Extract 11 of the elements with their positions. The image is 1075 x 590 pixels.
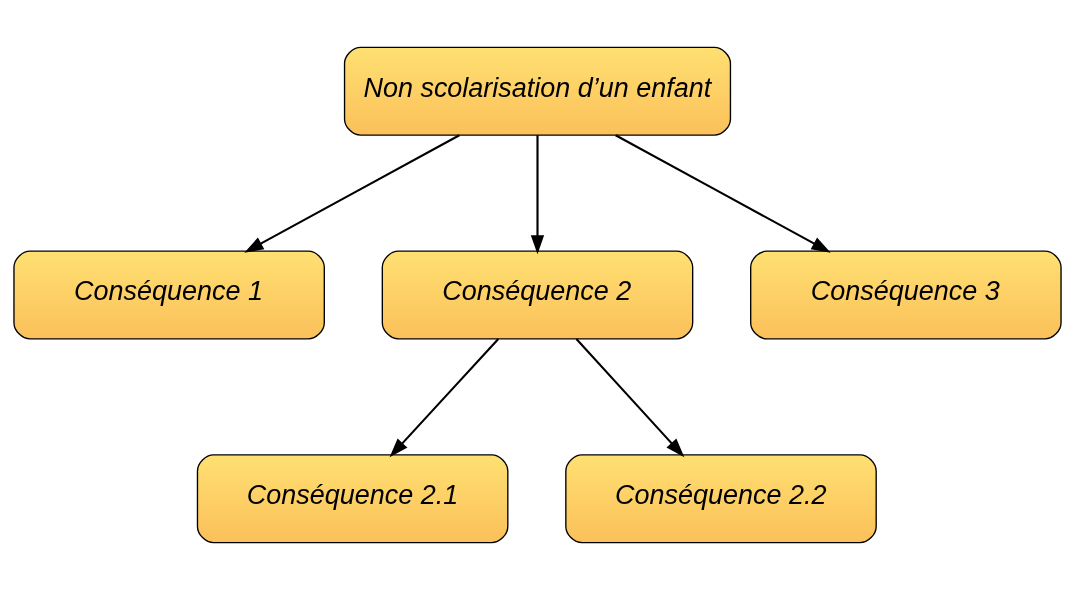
node-box: Conséquence 1 xyxy=(13,250,325,340)
node-box: Conséquence 2.2 xyxy=(565,454,877,544)
arrow xyxy=(530,135,545,255)
arrow xyxy=(244,134,460,253)
arrow xyxy=(575,338,685,458)
node-box: Conséquence 2.1 xyxy=(196,454,509,544)
arrow xyxy=(615,134,831,253)
node-box: Conséquence 3 xyxy=(750,250,1062,340)
node-box: Conséquence 2 xyxy=(381,250,694,340)
node-box: Non scolarisation d’un enfant xyxy=(343,46,732,136)
arrow xyxy=(389,338,500,458)
